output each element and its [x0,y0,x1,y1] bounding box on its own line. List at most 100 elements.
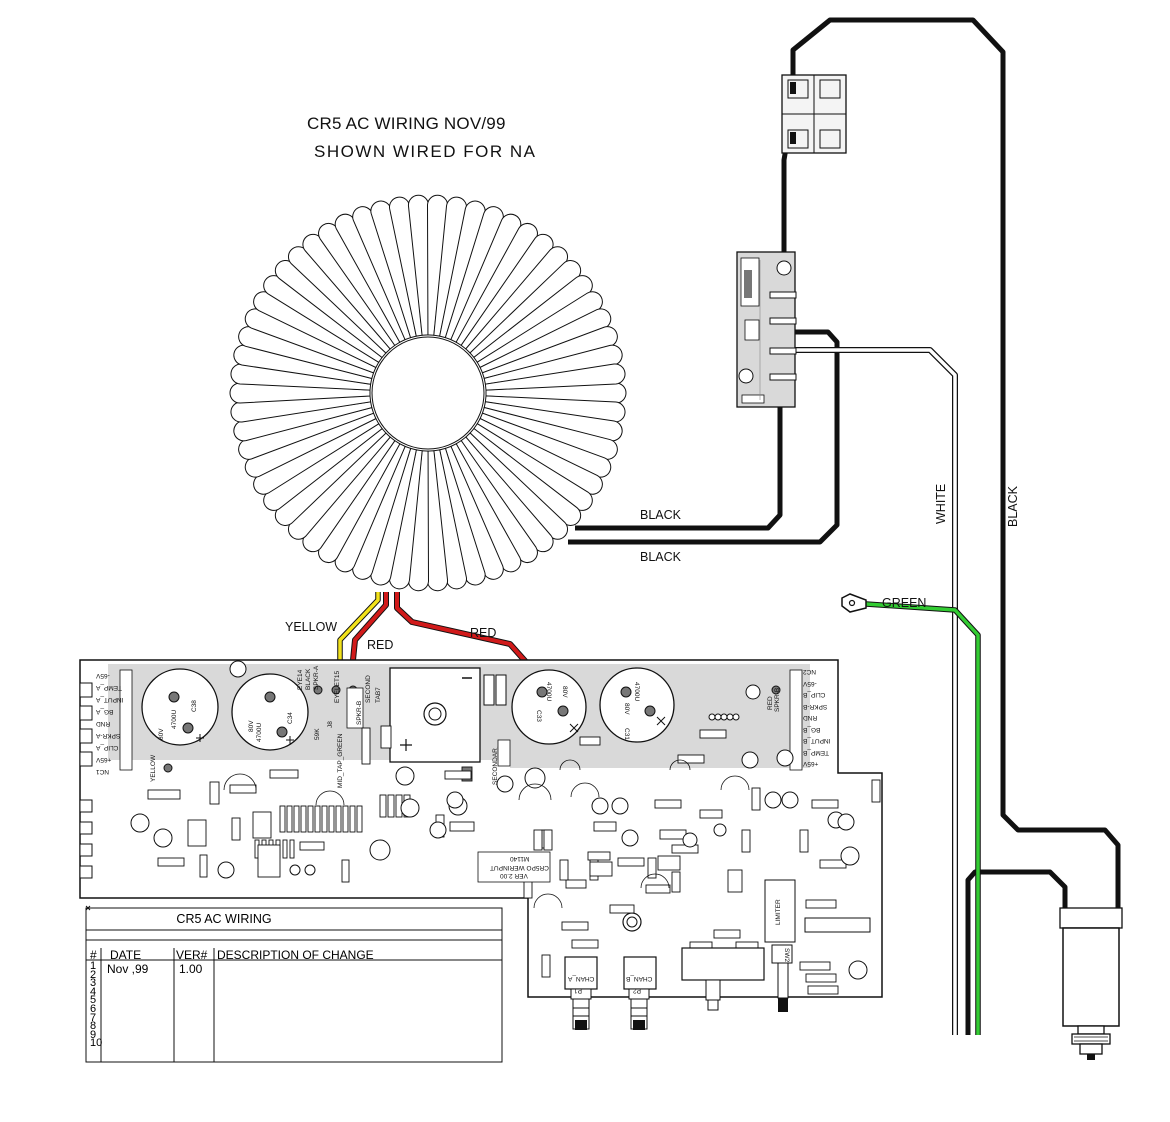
pcb-component [307,805,314,833]
pcb-capacitor [732,713,740,721]
pcb-capacitor [369,839,391,861]
pcb-component [533,829,543,851]
module-label-line3: VER 2.00 [500,872,528,879]
eyelet-label-yellow: YELLOW [150,754,157,782]
pcb-component [659,829,687,840]
eyelet-label-spkr-b: SPKR-B [356,700,363,725]
capacitor-c33 [511,669,587,745]
pcb-component [269,769,299,779]
pcb-capacitor [153,828,173,848]
c34-ref: C34 [287,712,294,724]
pcb-component [356,805,363,833]
right-pin-label: SPKR-B [803,702,828,710]
pcb-silkscreen-arc [570,782,600,798]
pcb-silkscreen-arc [533,893,563,909]
revision-table-title: CR5 AC WIRING [176,912,272,926]
pcb-component [751,787,761,811]
pcb-capacitor [837,813,855,831]
green-ground-wire-outline [865,601,981,1035]
pcb-component [561,921,589,931]
pcb-silkscreen-arc [315,790,345,806]
row1-ver: 1.00 [179,962,203,976]
pcb-component [449,821,475,832]
rectifier-diodes [483,674,507,706]
pcb-capacitor [289,864,301,876]
pcb-component [713,929,741,939]
terminal-block-right [497,739,511,767]
toroidal-transformer [229,194,627,592]
eyelet-label-secondar: SECONDAR [492,748,499,785]
pcb-capacitor [720,713,728,721]
pcb-component [677,754,705,764]
label-red-right: RED [470,626,497,640]
black-wire-lower [568,329,840,545]
row-number: 1 [90,960,97,972]
c34-voltage: 80V [248,720,255,732]
terminal-block-left [346,687,364,729]
pcb-component [807,985,839,995]
pcb-capacitor [524,767,546,789]
capacitor-c34 [231,673,309,751]
pcb-component [647,857,657,879]
pcb-capacitor [741,751,759,769]
eyelet-label-spkr-b-right: SPKR-B [774,687,781,712]
pcb-component [571,939,599,949]
pcb-silkscreen-arc [720,775,750,791]
row-number: 6 [90,1003,97,1015]
jack-p2-label: CHAN_B [626,975,653,982]
pcb-component [361,727,371,765]
c31-ref: C31 [623,728,630,740]
pcb-capacitor [840,846,860,866]
left-pin-label: RND [96,720,111,727]
pcb-component [293,805,300,833]
eyelet-label-tab7: TAB7 [375,687,382,703]
c34-value: 4700U [256,722,263,742]
header-date: DATE [110,948,142,962]
black-mains-wire [790,17,1121,908]
pcb-component [328,805,335,833]
right-connector [789,669,803,771]
right-pin-label: TEMP_B [803,748,830,756]
pcb-component [559,859,569,881]
pcb-component [380,725,392,749]
pcb-component [654,799,682,809]
capacitor-c31 [599,667,675,743]
pcb-component [799,961,831,971]
c38-voltage: 80V [158,728,165,740]
pcb-component [157,857,185,867]
left-pin-label: CLIP_A [96,744,119,751]
pcb-component [299,841,325,851]
pcb-component [609,904,635,914]
relay-block [681,947,765,981]
power-entry-receptacle [781,74,847,154]
pcb-capacitor [848,960,868,980]
pcb-component [300,805,307,833]
left-connector [119,669,133,771]
pcb-component [579,736,601,746]
pcb-capacitor [611,797,629,815]
header-num: # [90,948,97,962]
pcb-component [657,855,681,871]
c33-ref: C33 [535,710,542,722]
line-cord-strain-relief [1059,907,1123,1060]
pcb-component [444,770,472,780]
black-wire-upper [575,395,783,531]
pcb-silkscreen-arc [669,759,691,771]
row-number: 7 [90,1011,97,1024]
jack-p1 [564,956,598,1030]
row-number: 5 [90,994,97,1007]
pcb-capacitor [400,798,420,818]
pcb-capacitor [713,823,727,837]
power-switch-module [736,251,797,408]
pcb-component [257,844,281,878]
row-number: 10 [90,1037,103,1050]
pcb-capacitor [591,797,609,815]
pcb-component [589,861,613,877]
pcb-components [130,713,881,995]
pcb-component [341,859,350,883]
pcb-component [593,821,617,832]
c38-value: 4700U [171,709,178,729]
jack-p1-ref: P1 [574,987,582,994]
pcb-capacitor [621,829,639,847]
